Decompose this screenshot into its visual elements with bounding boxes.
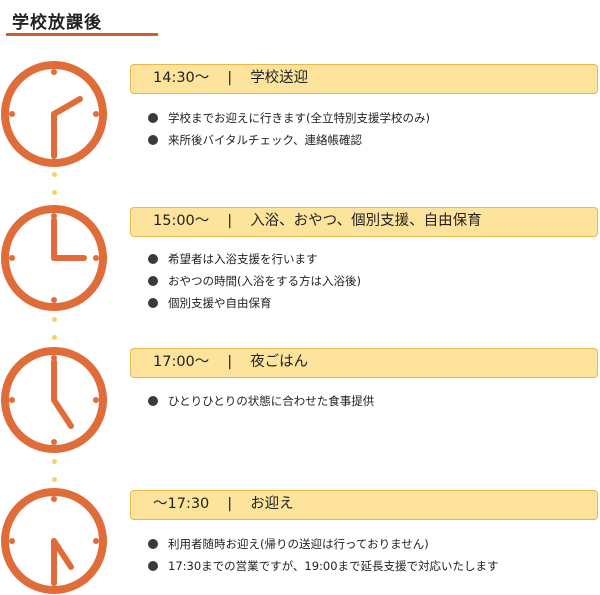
list-item: 学校までお迎えに行きます(全立特別支援学校のみ) bbox=[148, 107, 430, 129]
timeline-dots-2 bbox=[52, 317, 58, 353]
list-item: ひとりひとりの状態に合わせた食事提供 bbox=[148, 390, 374, 412]
list-item: おやつの時間(入浴をする方は入浴後) bbox=[148, 270, 361, 292]
bullet-icon bbox=[148, 561, 158, 571]
list-item: 17:30までの営業ですが、19:00まで延長支援で対応いたします bbox=[148, 555, 499, 577]
clock-icon-1430 bbox=[1, 61, 107, 167]
list-item: 来所後バイタルチェック、連絡帳確認 bbox=[148, 129, 430, 151]
section-items-1: 学校までお迎えに行きます(全立特別支援学校のみ) 来所後バイタルチェック、連絡帳… bbox=[148, 107, 430, 151]
timeline-dots-1 bbox=[52, 172, 58, 208]
section-separator: | bbox=[227, 354, 233, 370]
clock-icon-1500 bbox=[1, 205, 107, 311]
timeline-dots-3 bbox=[52, 459, 58, 495]
section-separator: | bbox=[227, 213, 233, 229]
list-item: 個別支援や自由保育 bbox=[148, 292, 361, 314]
section-banner-2: 15:00〜 | 入浴、おやつ、個別支援、自由保育 bbox=[130, 207, 598, 237]
section-items-2: 希望者は入浴支援を行います おやつの時間(入浴をする方は入浴後) 個別支援や自由… bbox=[148, 248, 361, 314]
clock-icon-1700 bbox=[1, 347, 107, 453]
section-label: 学校送迎 bbox=[250, 70, 309, 86]
page-title: 学校放課後 bbox=[12, 13, 102, 33]
bullet-icon bbox=[148, 298, 158, 308]
section-label: お迎え bbox=[250, 496, 294, 512]
section-items-4: 利用者随時お迎え(帰りの送迎は行っておりません) 17:30までの営業ですが、1… bbox=[148, 533, 499, 577]
section-separator: | bbox=[227, 70, 233, 86]
bullet-icon bbox=[148, 113, 158, 123]
section-time: 15:00〜 bbox=[153, 213, 210, 229]
section-banner-1: 14:30〜 | 学校送迎 bbox=[130, 64, 598, 94]
section-banner-3: 17:00〜 | 夜ごはん bbox=[130, 348, 598, 378]
bullet-icon bbox=[148, 276, 158, 286]
bullet-icon bbox=[148, 135, 158, 145]
section-time: 〜17:30 bbox=[153, 496, 210, 512]
list-item: 利用者随時お迎え(帰りの送迎は行っておりません) bbox=[148, 533, 499, 555]
title-underline bbox=[6, 33, 158, 36]
bullet-icon bbox=[148, 539, 158, 549]
clock-icon-1730 bbox=[1, 488, 107, 594]
section-label: 入浴、おやつ、個別支援、自由保育 bbox=[250, 213, 482, 229]
list-item: 希望者は入浴支援を行います bbox=[148, 248, 361, 270]
bullet-icon bbox=[148, 254, 158, 264]
section-time: 17:00〜 bbox=[153, 354, 210, 370]
section-label: 夜ごはん bbox=[250, 354, 309, 370]
section-banner-4: 〜17:30 | お迎え bbox=[130, 490, 598, 520]
section-separator: | bbox=[227, 496, 233, 512]
bullet-icon bbox=[148, 396, 158, 406]
section-time: 14:30〜 bbox=[153, 70, 210, 86]
section-items-3: ひとりひとりの状態に合わせた食事提供 bbox=[148, 390, 374, 412]
